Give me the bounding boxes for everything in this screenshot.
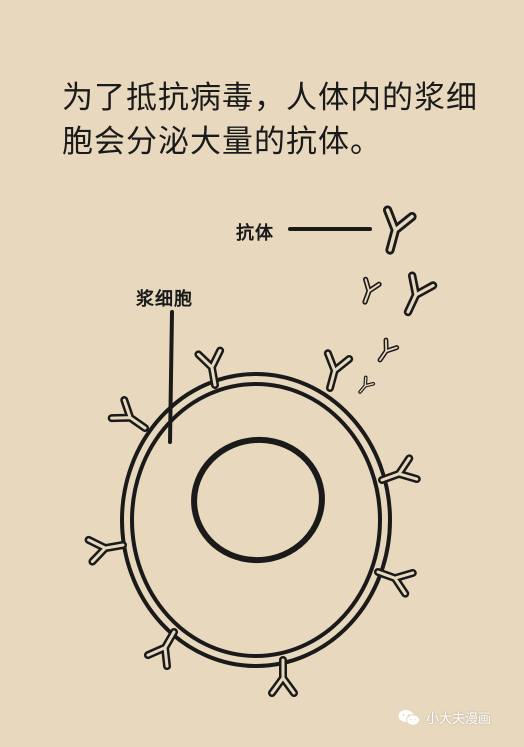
caption-text: 为了抵抗病毒，人体内的浆细 胞会分泌大量的抗体。 [62, 76, 482, 164]
free-antibody [358, 279, 379, 304]
caption-line-2: 胞会分泌大量的抗体。 [62, 124, 382, 160]
secreted-antibodies [354, 210, 434, 397]
cell-nucleus [191, 436, 325, 564]
free-antibody [375, 340, 397, 364]
plasma-cell-leader-line [168, 310, 174, 444]
surface-antibody [89, 534, 125, 561]
plasma-cell-label: 浆细胞 [136, 289, 193, 310]
surface-antibody [148, 627, 184, 667]
plasma-cell [120, 372, 392, 668]
surface-antibody [112, 400, 152, 437]
caption-line-1: 为了抵抗病毒，人体内的浆细 [62, 80, 478, 116]
surface-antibody [198, 351, 225, 387]
free-antibody [398, 276, 434, 317]
free-antibody [354, 375, 376, 397]
cell-membrane-inner [130, 382, 382, 658]
surface-antibody [319, 353, 349, 391]
cell-membrane-outer [120, 372, 392, 668]
watermark-text: 小大夫漫画 [426, 712, 492, 727]
watermark: 小大夫漫画 [398, 708, 491, 727]
antibody-label: 抗体 [236, 223, 274, 244]
surface-antibodies [89, 351, 417, 693]
free-antibody [378, 210, 412, 253]
wechat-icon [398, 709, 420, 726]
